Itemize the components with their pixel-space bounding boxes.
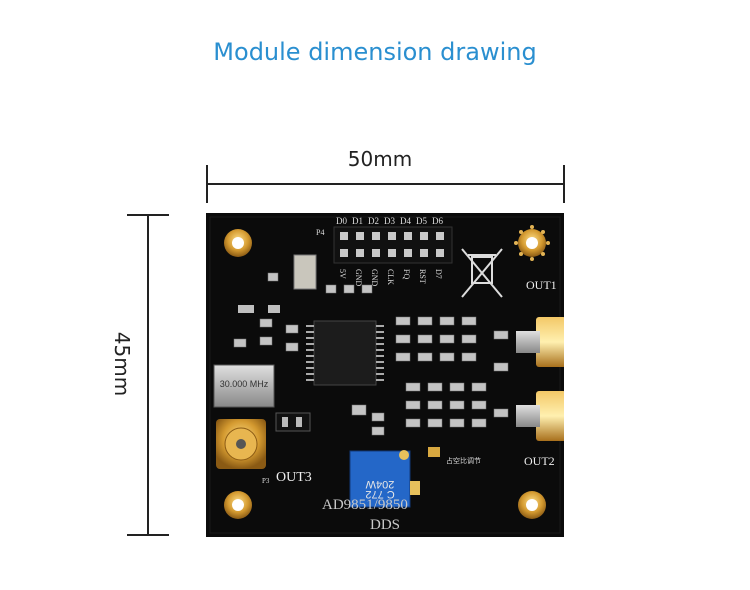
page-title: Module dimension drawing xyxy=(213,38,537,66)
sma-connector-out2 xyxy=(516,391,564,441)
small-component-yellow xyxy=(428,447,440,457)
header-top-label-2: D2 xyxy=(368,216,379,226)
header-top-label-0: D0 xyxy=(336,216,347,226)
out2-label: OUT2 xyxy=(524,454,555,468)
pin-header xyxy=(333,226,453,264)
jumper-block xyxy=(275,412,311,432)
diode-yellow xyxy=(410,481,420,495)
height-dimension-line xyxy=(147,214,149,535)
passive-components xyxy=(233,272,509,436)
out3-label: OUT3 xyxy=(276,470,312,485)
header-bottom-label-6: D7 xyxy=(434,269,443,279)
height-dimension-tick-bottom xyxy=(127,534,169,536)
header-bottom-label-1: GND xyxy=(354,269,363,287)
component-r13 xyxy=(268,305,280,313)
trim-potentiometer: 204W C 772 xyxy=(349,450,411,508)
crystal-oscillator: 30.000 MHz xyxy=(213,364,275,408)
width-dimension-label: 50mm xyxy=(347,147,413,171)
led-d1 xyxy=(238,305,254,313)
header-bottom-label-3: CLK xyxy=(386,269,395,285)
header-top-label-5: D5 xyxy=(416,216,427,226)
oscillator-label: 30.000 MHz xyxy=(220,379,269,389)
pot-label: 204W xyxy=(365,478,394,490)
silk-model-label: AD9851/9850 xyxy=(322,497,408,513)
height-dimension-tick-top xyxy=(127,214,169,216)
mounting-hole-top-right xyxy=(514,225,550,261)
weee-bin-icon xyxy=(461,248,503,298)
header-top-label-4: D4 xyxy=(400,216,411,226)
width-dimension-tick-right xyxy=(563,165,565,203)
mounting-hole-bottom-left xyxy=(224,491,252,519)
duty-cycle-label: 占空比调节 xyxy=(446,456,481,465)
header-bottom-label-2: GND xyxy=(370,269,379,287)
header-top-label-6: D6 xyxy=(432,216,443,226)
mounting-hole-bottom-right xyxy=(518,491,546,519)
header-top-label-1: D1 xyxy=(352,216,363,226)
header-bottom-label-4: FQ xyxy=(402,269,411,279)
height-dimension-label: 45mm xyxy=(110,331,134,397)
tantalum-capacitor xyxy=(293,254,317,290)
mounting-hole-top-left xyxy=(224,229,252,257)
header-top-label-3: D3 xyxy=(384,216,395,226)
sma-connector-out3 xyxy=(216,419,266,469)
out1-label: OUT1 xyxy=(526,278,557,292)
dds-chip xyxy=(306,320,384,386)
sma-connector-out1 xyxy=(516,317,564,367)
silk-dds-label: DDS xyxy=(370,517,400,533)
width-dimension-tick-left xyxy=(206,165,208,203)
pcb-module-image: P4 D0 D1 D2 D3 D4 D5 D6 5V GND GND CLK F… xyxy=(206,213,564,537)
header-bottom-label-5: RST xyxy=(418,269,427,284)
width-dimension-line xyxy=(207,183,564,185)
p3-label: P3 xyxy=(262,477,270,485)
header-bottom-label-0: 5V xyxy=(338,269,347,279)
pot-sub-label: C 772 xyxy=(365,488,394,500)
header-label-p4: P4 xyxy=(316,228,324,237)
